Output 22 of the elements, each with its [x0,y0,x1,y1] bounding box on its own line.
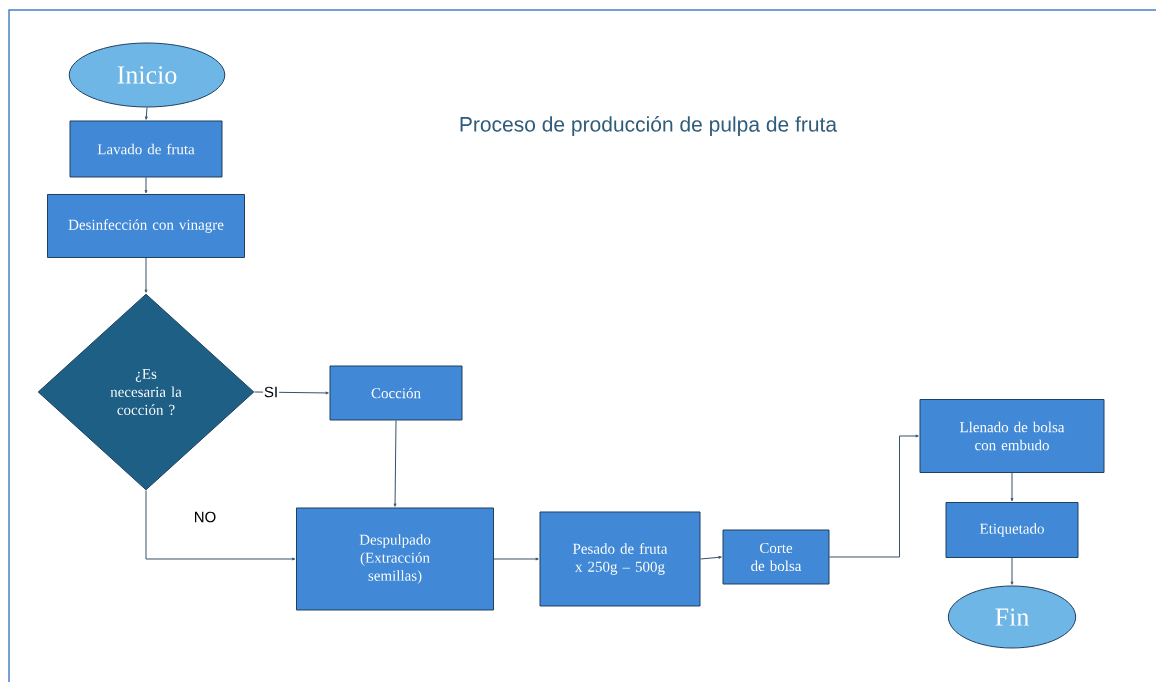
arrow [493,557,539,561]
edge-label: NO [192,510,218,524]
arrow [144,107,148,120]
arrow [144,177,148,194]
arrow [254,391,329,395]
process-box: Corte de bolsa [722,529,830,585]
process-box: Lavado de fruta [69,120,223,178]
arrow [829,434,919,558]
arrow [145,490,296,561]
process-box: Desinfección con vinagre [47,194,245,258]
edge-label: SI [262,385,280,399]
arrow [1010,557,1014,585]
arrow [144,257,148,293]
process-box: Llenado de bolsa con embudo [919,399,1105,473]
process-box: Cocción [329,365,463,421]
arrow [393,420,397,507]
arrow [700,555,722,560]
title: Proceso de producción de pulpa de fruta [460,116,838,136]
process-box: Pesado de fruta x 250g – 500g [539,511,701,607]
process-box: Etiquetado [945,502,1079,558]
process-box: Despulpado (Extracción semillas) [296,507,494,611]
arrow [1010,472,1014,502]
